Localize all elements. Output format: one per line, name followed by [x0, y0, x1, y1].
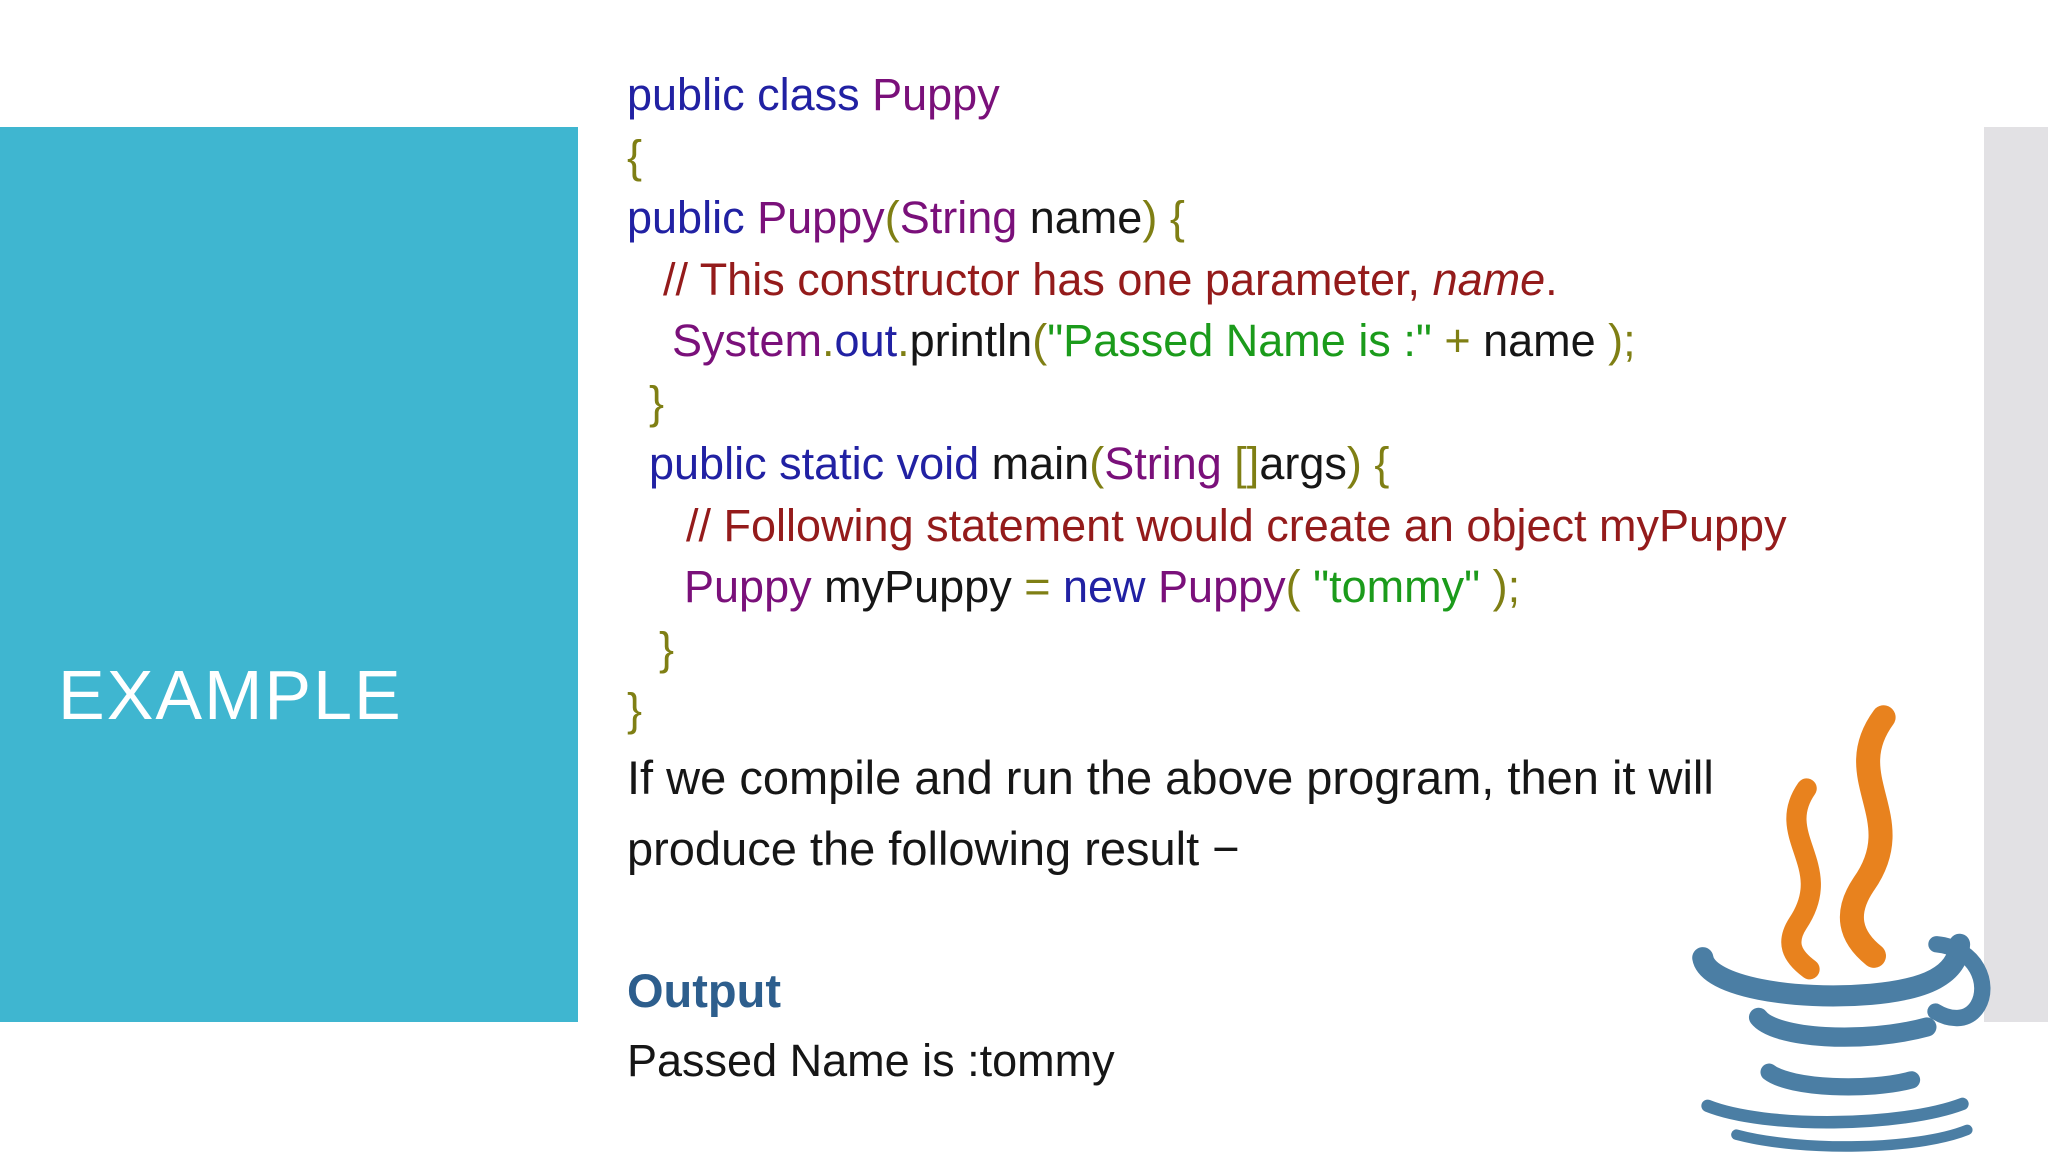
code-line: } [659, 622, 675, 674]
code-line: // This constructor has one parameter, n… [663, 253, 1558, 305]
code-line: } [649, 376, 665, 428]
explanation-text: If we compile and run the above program,… [627, 751, 1714, 875]
code-line: // Following statement would create an o… [686, 499, 1787, 551]
code-line: public Puppy(String name) { [627, 192, 1185, 243]
output-heading: Output [627, 964, 781, 1017]
section-title: EXAMPLE [58, 656, 403, 734]
code-line: System.out.println("Passed Name is :" + … [672, 315, 1636, 366]
right-edge-strip [1984, 127, 2048, 1022]
code-line: public class Puppy [627, 69, 1000, 120]
code-line: public static void main(String []args) { [649, 438, 1390, 489]
code-line: } [627, 684, 643, 735]
example-panel: EXAMPLE [0, 127, 578, 1022]
code-line: Puppy myPuppy = new Puppy( "tommy" ); [684, 561, 1521, 612]
code-block: public class Puppy { public Puppy(String n… [627, 64, 1787, 741]
java-logo-icon [1638, 700, 2008, 1152]
output-text: Passed Name is :tommy [627, 1035, 1115, 1086]
code-line: { [627, 130, 643, 182]
